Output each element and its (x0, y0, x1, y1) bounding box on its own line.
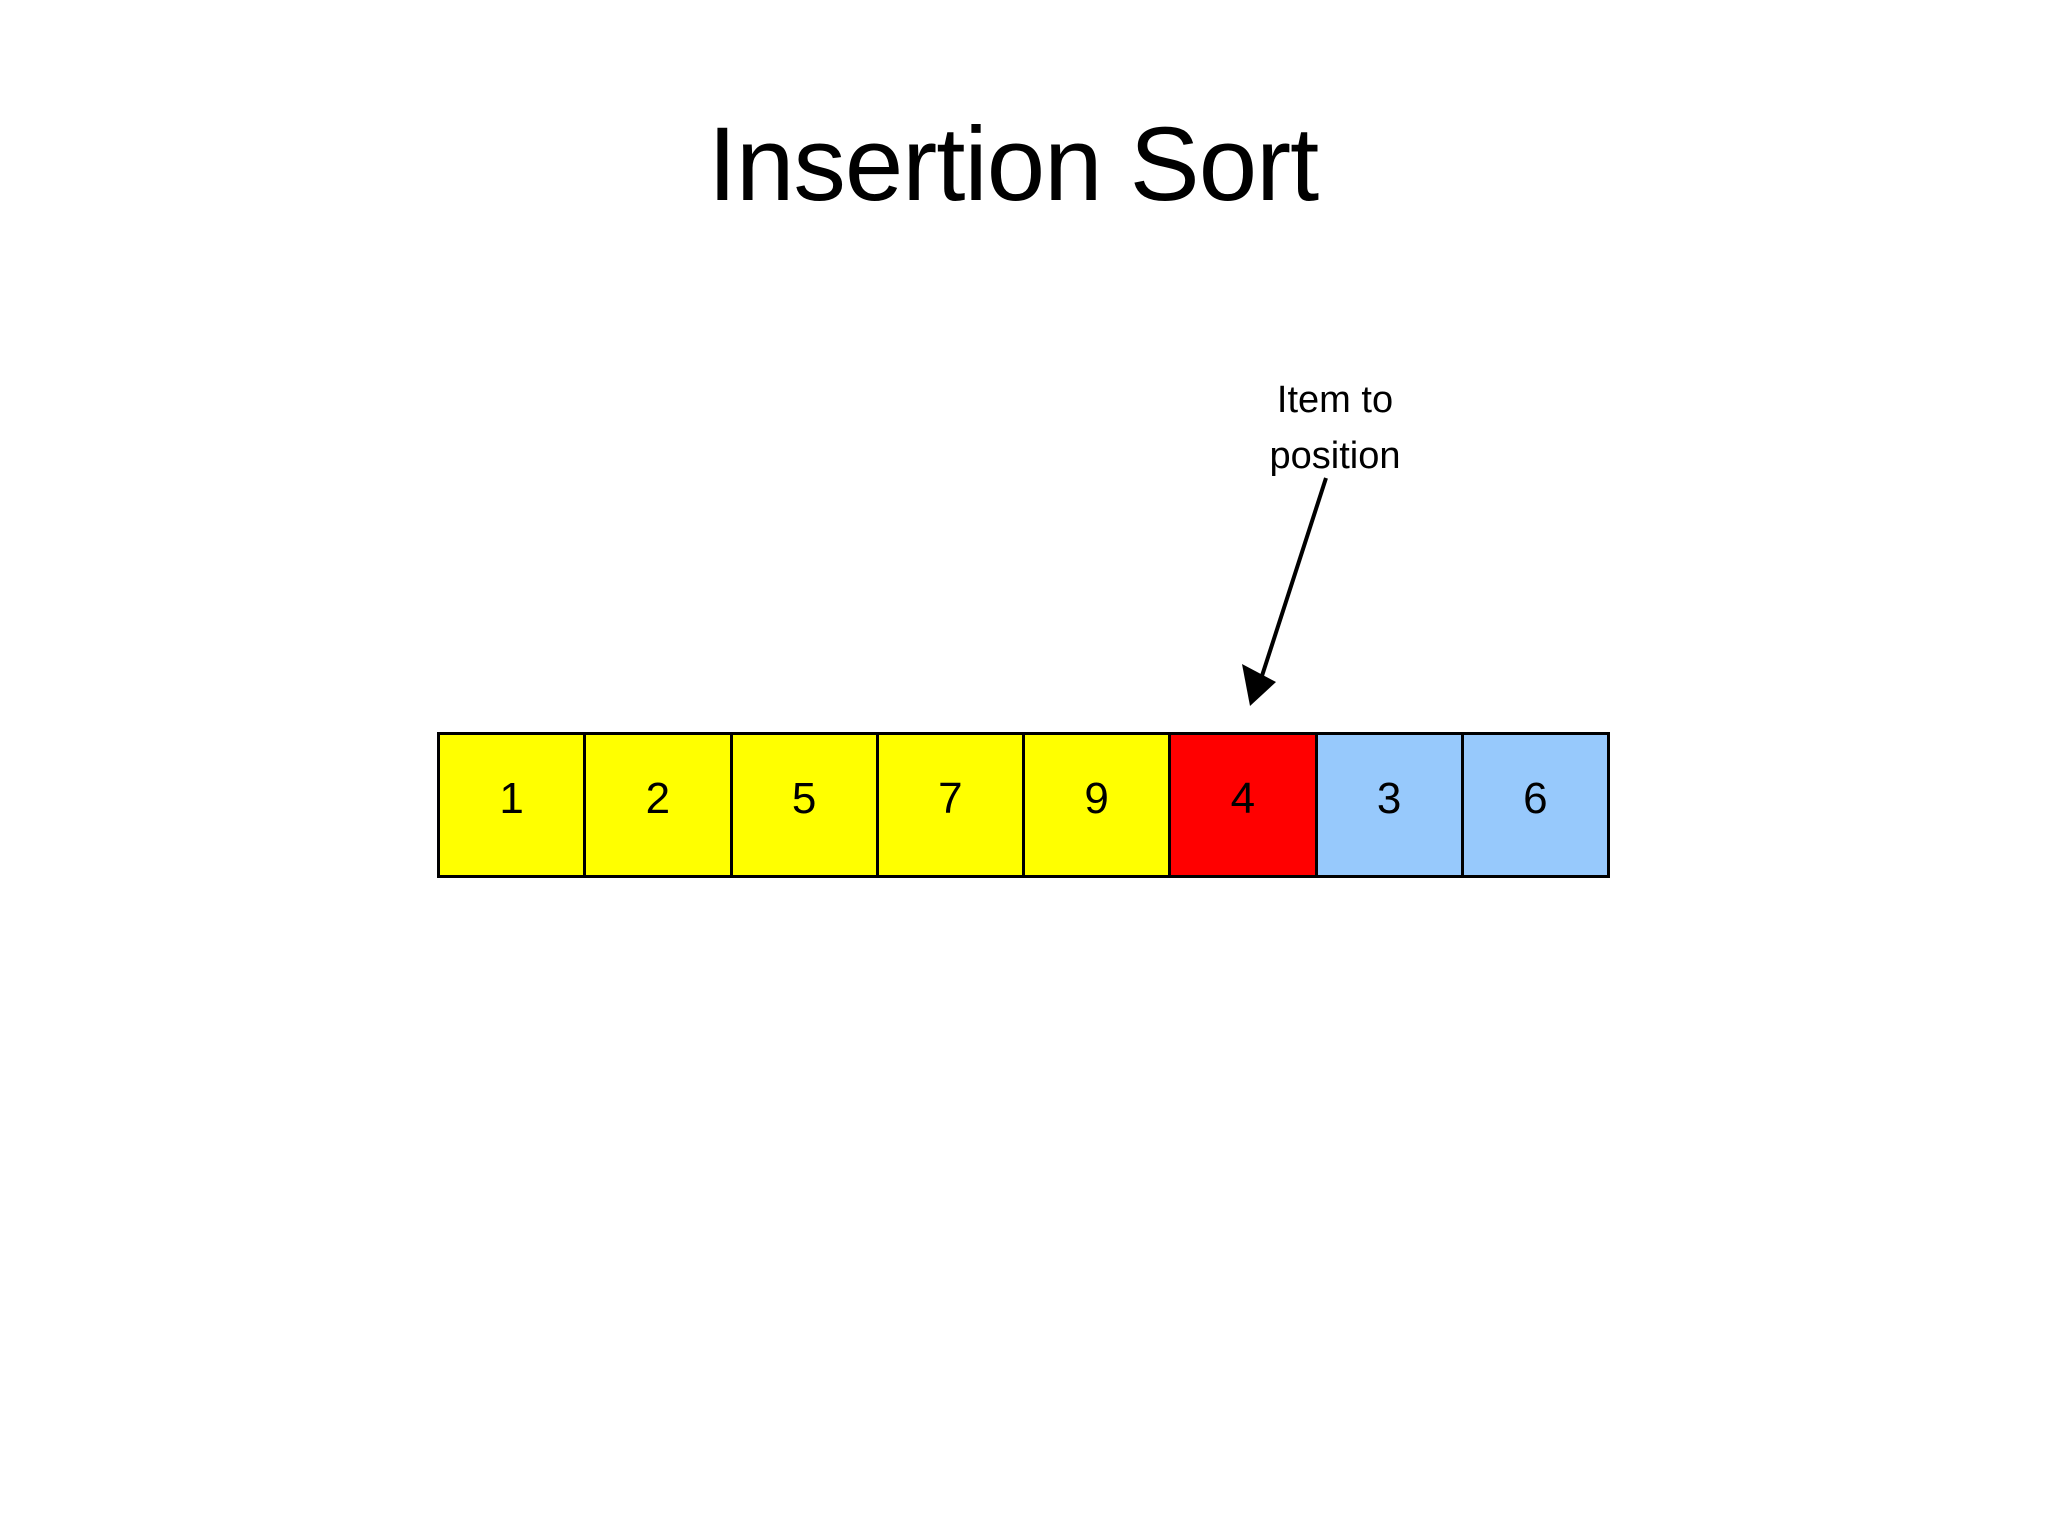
array-cell-value: 2 (645, 774, 671, 823)
array-cell-value: 4 (1230, 774, 1256, 823)
annotation-callout: Item to position (1185, 372, 1485, 484)
annotation-line-2: position (1269, 435, 1401, 477)
array-cell-7[interactable]: 6 (1460, 732, 1610, 878)
annotation-arrow-icon (1242, 477, 1328, 706)
page-title: Insertion Sort (0, 110, 2048, 220)
array-cell-value: 5 (791, 774, 817, 823)
array-cell-4[interactable]: 9 (1022, 732, 1172, 878)
array-cell-0[interactable]: 1 (437, 732, 587, 878)
page-title-text: Insertion Sort (707, 106, 1319, 223)
array-cell-5-current[interactable]: 4 (1168, 732, 1318, 878)
array-cell-value: 7 (938, 774, 963, 823)
array-cell-value: 3 (1376, 774, 1402, 823)
annotation-line-1: Item to (1276, 379, 1394, 421)
array-cell-3[interactable]: 7 (875, 732, 1025, 878)
array-cell-1[interactable]: 2 (583, 732, 733, 878)
array-cell-value: 6 (1523, 774, 1548, 823)
arrow-shaft (1258, 477, 1328, 683)
array-cell-value: 1 (499, 774, 524, 823)
array-cell-6[interactable]: 3 (1314, 732, 1464, 878)
array-cell-value: 9 (1084, 774, 1109, 823)
array-row: 1 2 5 7 9 4 3 6 (437, 732, 1610, 878)
array-cell-2[interactable]: 5 (729, 732, 879, 878)
arrow-head (1242, 664, 1276, 706)
